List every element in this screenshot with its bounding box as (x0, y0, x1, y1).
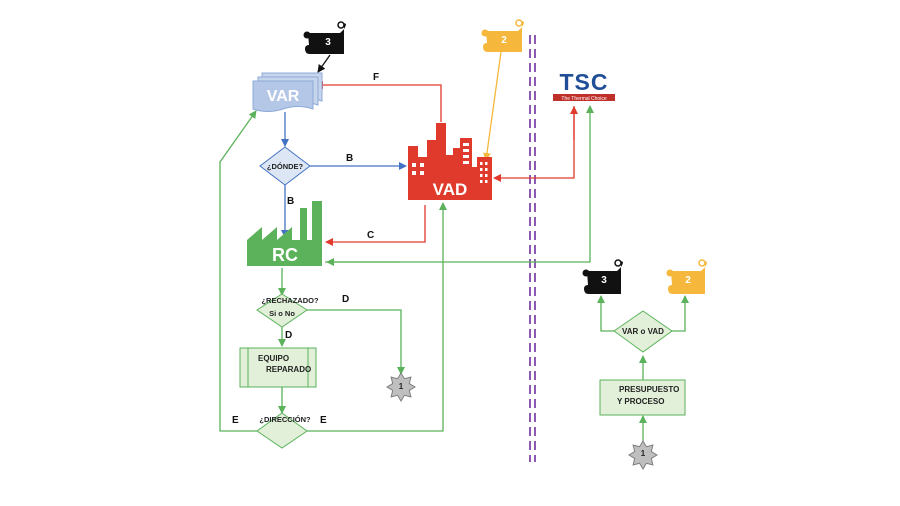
donde-label: ¿DÓNDE? (267, 162, 304, 171)
scroll-black-right-label: 3 (601, 275, 607, 286)
presupuesto-process: PRESUPUESTO Y PROCESO (599, 379, 686, 416)
connectors-right (597, 295, 689, 442)
edge-label-f: F (373, 72, 379, 83)
scroll-icon-gold-right: 2 (666, 259, 707, 294)
edge-d-right (307, 309, 405, 375)
edge-label-d-right: D (342, 294, 349, 305)
scroll-black-top-label: 3 (325, 37, 331, 48)
edge-c (325, 205, 426, 246)
donde-decision: ¿DÓNDE? (259, 146, 311, 186)
var-document-node: VAR (252, 72, 323, 112)
rechazado-label-line2: Si o No (269, 309, 295, 318)
equipo-label-line2: REPARADO (266, 365, 311, 374)
var-o-vad-label: VAR o VAD (622, 327, 664, 336)
direccion-label: ¿DIRECCIÓN? (259, 415, 311, 424)
rechazado-label-line1: ¿RECHAZADO? (261, 296, 318, 305)
edge-varovad-to-scroll2 (670, 295, 689, 332)
connectors (219, 51, 594, 432)
equipo-process: EQUIPO REPARADO (239, 347, 317, 388)
presupuesto-label-line1: PRESUPUESTO (619, 385, 679, 394)
rechazado-decision: ¿RECHAZADO? Si o No (256, 293, 319, 328)
edge-labels: F B B C D D E E (232, 72, 379, 426)
connector-star-right-label: 1 (641, 449, 646, 458)
edge-label-e-right: E (320, 415, 327, 426)
edge-label-d-down: D (285, 330, 292, 341)
edge-scroll2-to-vad (483, 51, 502, 161)
direccion-decision: ¿DIRECCIÓN? (256, 412, 311, 449)
edge-label-b-vertical: B (287, 196, 294, 207)
equipo-label-line1: EQUIPO (258, 354, 289, 363)
connector-star-left: 1 (386, 372, 416, 402)
edge-f (315, 81, 442, 122)
rc-factory-node: RC (247, 201, 322, 266)
scroll-gold-top-label: 2 (501, 35, 507, 46)
edge-label-c: C (367, 230, 374, 241)
connector-star-right: 1 (628, 440, 658, 470)
var-o-vad-decision: VAR o VAD (613, 310, 673, 353)
edge-varovad-to-scroll3 (597, 295, 616, 332)
connector-star-left-label: 1 (399, 382, 404, 391)
scroll-icon-gold-top: 2 (481, 19, 524, 52)
edge-label-e-left: E (232, 415, 239, 426)
scroll-icon-black-right: 3 (582, 259, 623, 294)
separator-dashed-lines (529, 35, 536, 462)
scroll-icon-black-top: 3 (303, 21, 346, 54)
edge-tsc-to-vad (493, 106, 575, 182)
tsc-tagline: The Thermal Choice (561, 96, 606, 102)
edge-e-right (307, 202, 447, 432)
edge-label-b-horizontal: B (346, 153, 353, 164)
vad-factory-node: VAD (408, 123, 492, 200)
tsc-logo: TSC The Thermal Choice (553, 69, 615, 102)
presupuesto-label-line2: Y PROCESO (617, 397, 664, 406)
edge-scroll3-to-var (317, 54, 331, 73)
rc-label: RC (272, 245, 298, 265)
edge-rc-to-tsc (325, 105, 594, 263)
var-label: VAR (267, 88, 300, 105)
tsc-logo-text: TSC (560, 69, 609, 95)
vad-label: VAD (433, 180, 468, 199)
edge-e-left (219, 110, 257, 432)
scroll-gold-right-label: 2 (685, 275, 691, 286)
